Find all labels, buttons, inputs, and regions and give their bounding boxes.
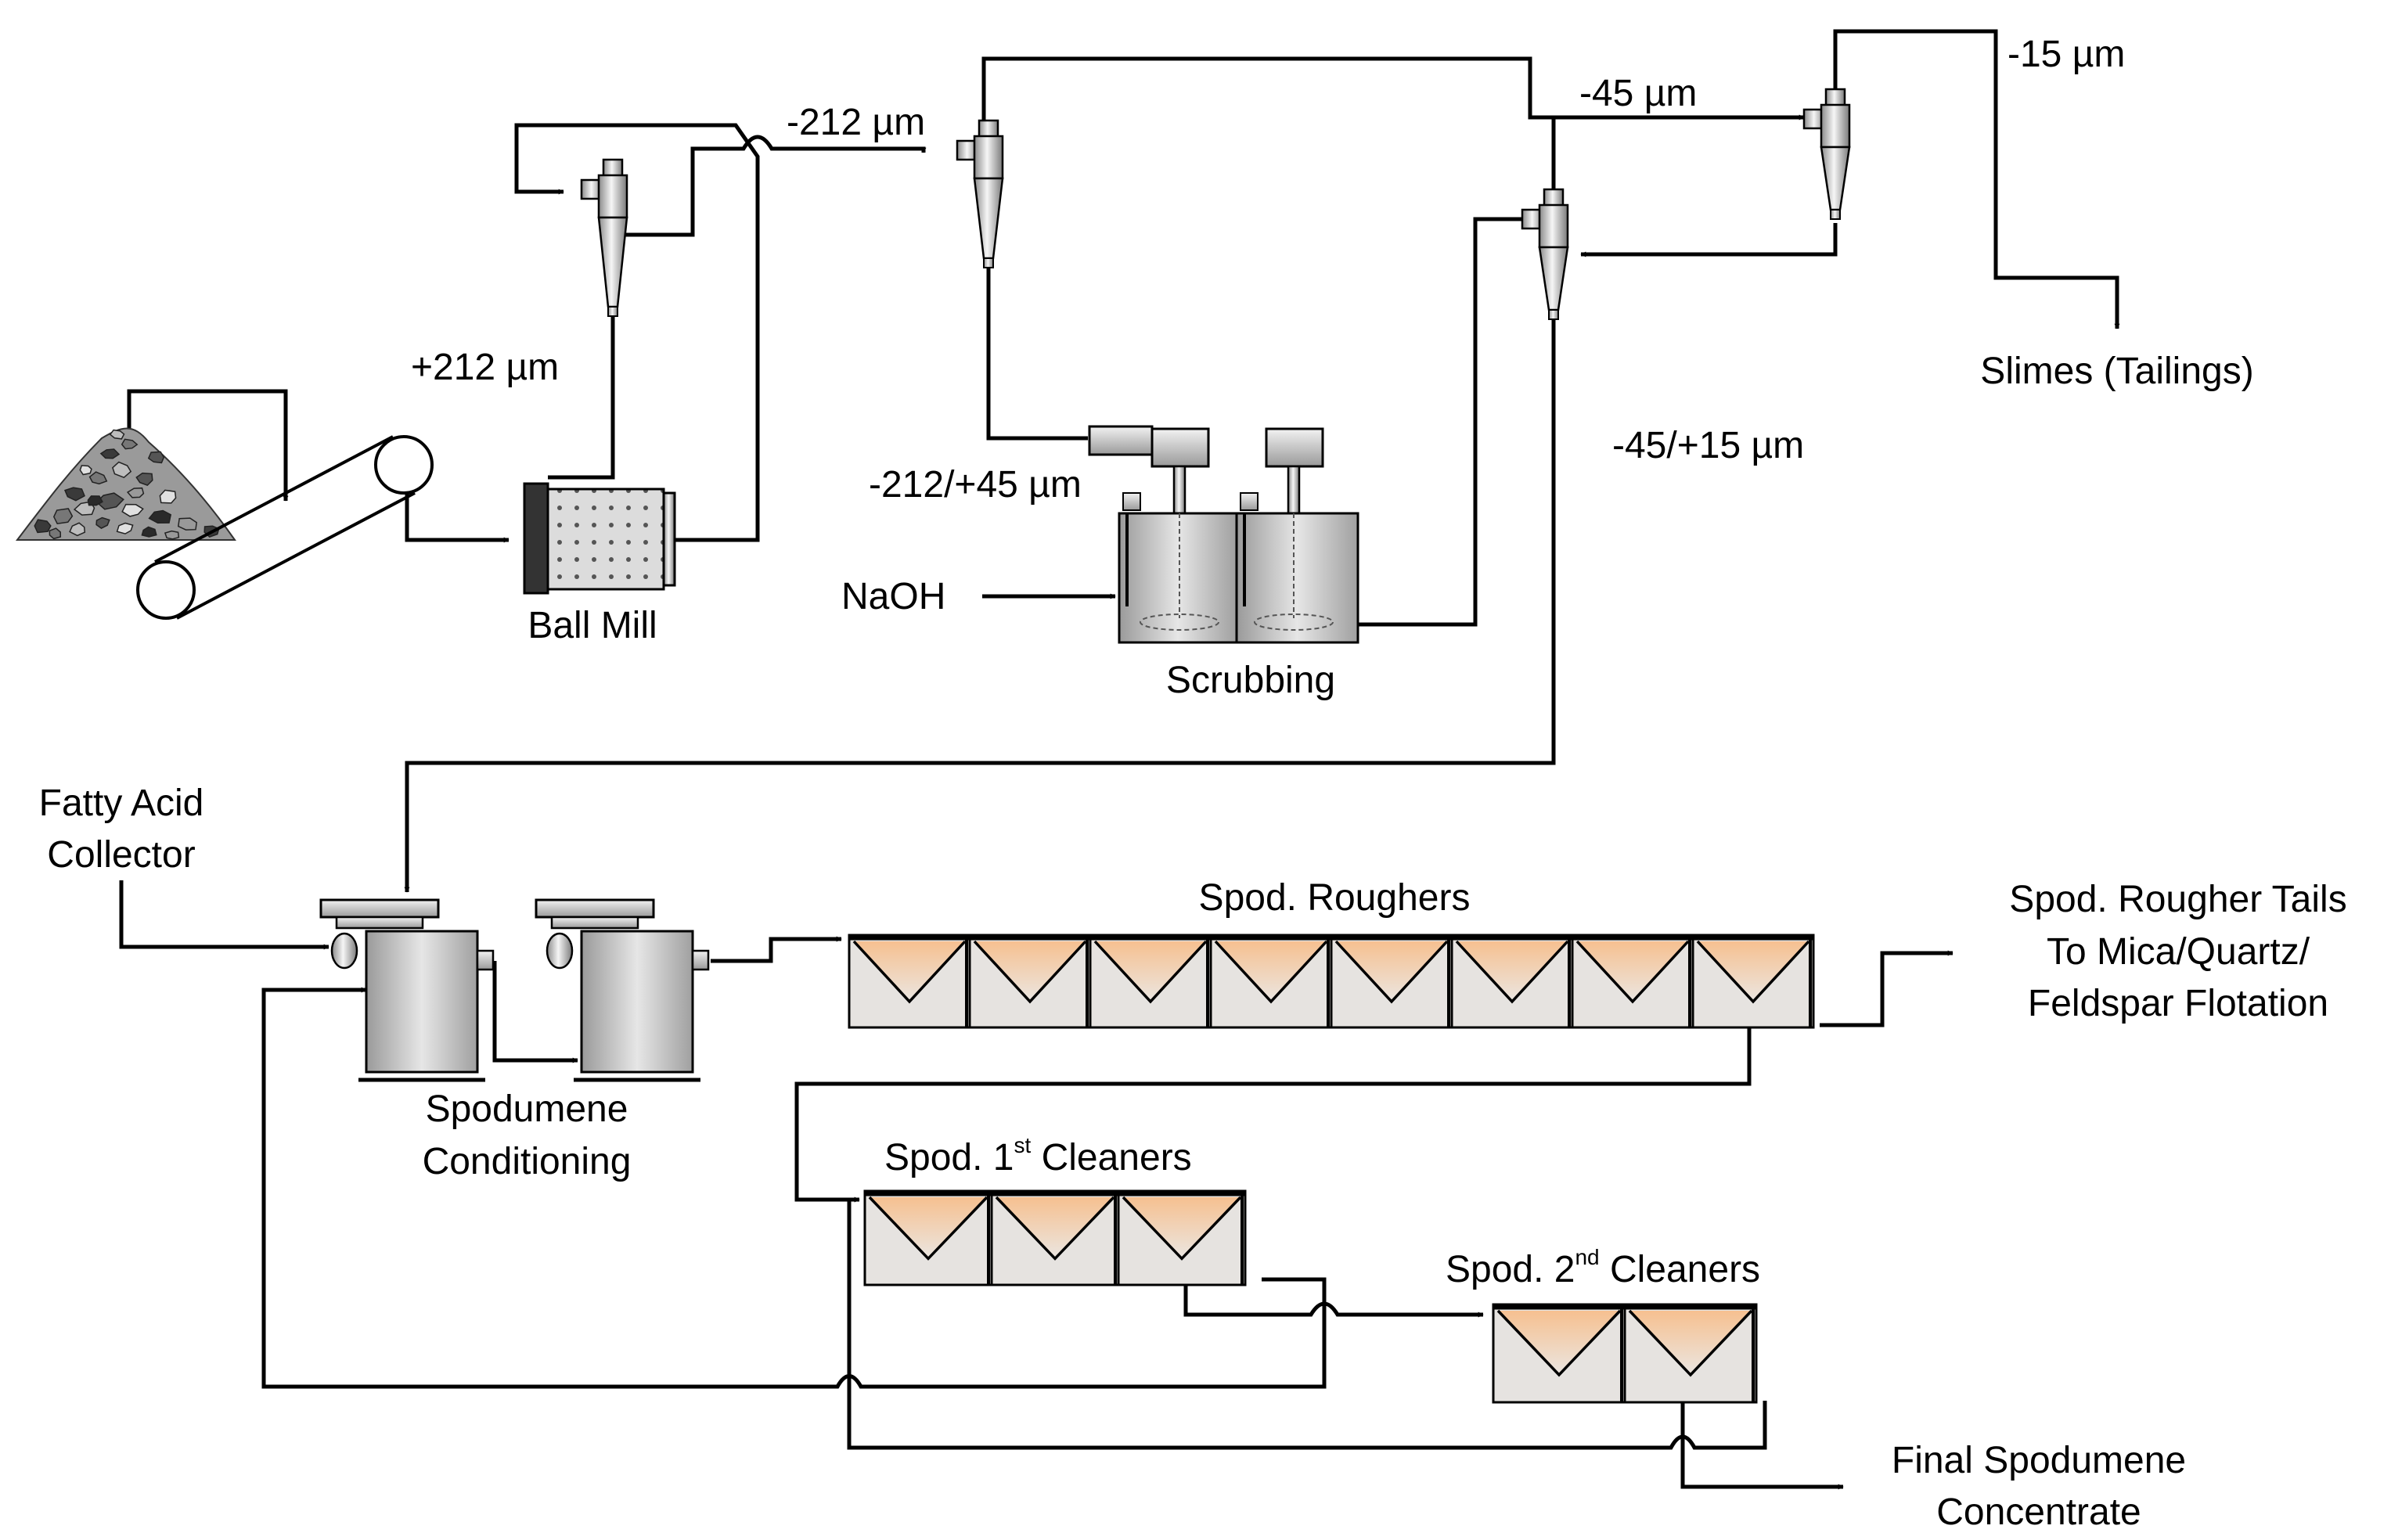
rougher-cell	[1209, 934, 1333, 1029]
ore-rock	[147, 451, 165, 464]
label-minus212plus45: -212/+45 µm	[869, 464, 1082, 506]
first-cleaner-flotation-bank	[863, 1189, 1247, 1286]
label-fatty-acid: Fatty Acid	[39, 783, 204, 824]
rougher-cell	[848, 934, 971, 1029]
ore-rock	[95, 492, 124, 510]
rougher-tails-line	[1820, 950, 1953, 1027]
label-slimes: Slimes (Tailings)	[1980, 351, 2253, 392]
flow-lines	[119, 29, 2120, 1490]
label-ball-mill: Ball Mill	[528, 605, 657, 646]
label-minus212: -212 µm	[787, 102, 925, 143]
label-conditioning: Conditioning	[423, 1141, 632, 1182]
label-concentrate: Concentrate	[1936, 1491, 2141, 1533]
ore-rock	[79, 465, 92, 476]
labels: -212 µm +212 µm -45 µm -15 µm -45/+15 µm…	[39, 34, 2347, 1533]
label-second-cleaners: Spod. 2nd Cleaners	[1446, 1245, 1760, 1290]
label-collector: Collector	[47, 834, 195, 876]
cyclone4-overflow-line	[1833, 29, 2120, 329]
ore-rock	[121, 438, 139, 450]
cyclone4-underflow-line	[1580, 223, 1838, 257]
label-final-spodumene: Final Spodumene	[1892, 1440, 2186, 1481]
rougher-flotation-bank	[848, 934, 1815, 1029]
cyclone-deslime-15	[1802, 88, 1851, 220]
ore-rock	[164, 530, 180, 540]
label-scrubbing: Scrubbing	[1166, 660, 1335, 701]
ore-rock	[69, 522, 86, 537]
cyclone3-underflow-line	[404, 317, 1556, 893]
stockpile-to-belt-line	[127, 389, 289, 502]
ore-rock	[148, 509, 172, 524]
cleaner2-conc-line	[1680, 1379, 1844, 1490]
cyclone2-overflow-line	[981, 56, 1805, 125]
cyclone1-overflow-line	[614, 135, 927, 237]
label-plus212: +212 µm	[411, 347, 559, 388]
ore-rock	[88, 471, 108, 485]
label-naoh: NaOH	[841, 576, 945, 617]
ore-rock	[141, 526, 157, 538]
cyclone-deslime-45	[1521, 188, 1569, 320]
ore-rock	[99, 448, 121, 459]
label-minus45: -45 µm	[1579, 73, 1697, 114]
ore-rock	[116, 522, 134, 534]
ore-rock	[159, 489, 177, 504]
rougher-cell	[1330, 934, 1453, 1029]
rougher-cell	[1691, 934, 1815, 1029]
ore-rock	[121, 503, 144, 517]
ore-rock	[52, 508, 74, 525]
ball-mill	[523, 482, 676, 595]
ore-rock	[63, 487, 85, 502]
cyclone1-underflow-line	[548, 313, 615, 480]
cleaner1-conc-line	[1183, 1279, 1484, 1318]
conditioning-tank-2	[535, 898, 710, 1082]
label-rougher-tails-2: To Mica/Quartz/	[2047, 931, 2310, 973]
collector-line	[119, 880, 329, 950]
ore-rock	[126, 487, 145, 498]
ore-rock	[177, 517, 198, 531]
ore-stockpile	[15, 427, 236, 541]
label-minus15: -15 µm	[2008, 34, 2125, 75]
cyclone-primary	[580, 158, 628, 317]
feed-to-mill-line	[405, 485, 510, 543]
scrubber-discharge-line	[1358, 216, 1531, 627]
first-cleaner-cell	[863, 1189, 993, 1286]
rougher-cell	[1450, 934, 1574, 1029]
conditioner2-to-roughers-line	[711, 936, 842, 963]
ore-rock	[34, 519, 52, 534]
label-rougher-tails-1: Spod. Rougher Tails	[2009, 879, 2346, 920]
label-rougher-tails-3: Feldspar Flotation	[2028, 983, 2328, 1024]
first-cleaner-cell	[990, 1189, 1120, 1286]
rougher-conc-line	[794, 1025, 1752, 1203]
ore-rock	[109, 429, 125, 440]
ore-rock	[135, 472, 153, 486]
label-spodumene: Spodumene	[426, 1088, 628, 1130]
rougher-cell	[968, 934, 1092, 1029]
cyclone-deslime-212	[956, 119, 1004, 268]
first-cleaner-cell	[1117, 1189, 1247, 1286]
label-minus45plus15: -45/+15 µm	[1612, 425, 1804, 466]
scrubbing-tanks	[1088, 425, 1359, 644]
second-cleaner-cell	[1623, 1303, 1758, 1404]
second-cleaner-flotation-bank	[1492, 1303, 1758, 1404]
rougher-cell	[1571, 934, 1694, 1029]
label-first-cleaners: Spod. 1st Cleaners	[884, 1133, 1192, 1178]
ore-rock	[49, 527, 62, 540]
label-spod-roughers: Spod. Roughers	[1199, 877, 1471, 919]
conditioner1-to-2-line	[492, 961, 578, 1063]
mill-discharge-line	[514, 123, 760, 542]
cyclone2-underflow-line	[986, 266, 1088, 441]
ore-rock	[112, 461, 132, 479]
feed-conveyor	[136, 435, 434, 620]
ore-rock	[87, 495, 103, 506]
ore-rock	[95, 516, 110, 529]
conditioning-tank-1	[319, 898, 495, 1082]
rougher-cell	[1089, 934, 1212, 1029]
second-cleaner-cell	[1492, 1303, 1626, 1404]
